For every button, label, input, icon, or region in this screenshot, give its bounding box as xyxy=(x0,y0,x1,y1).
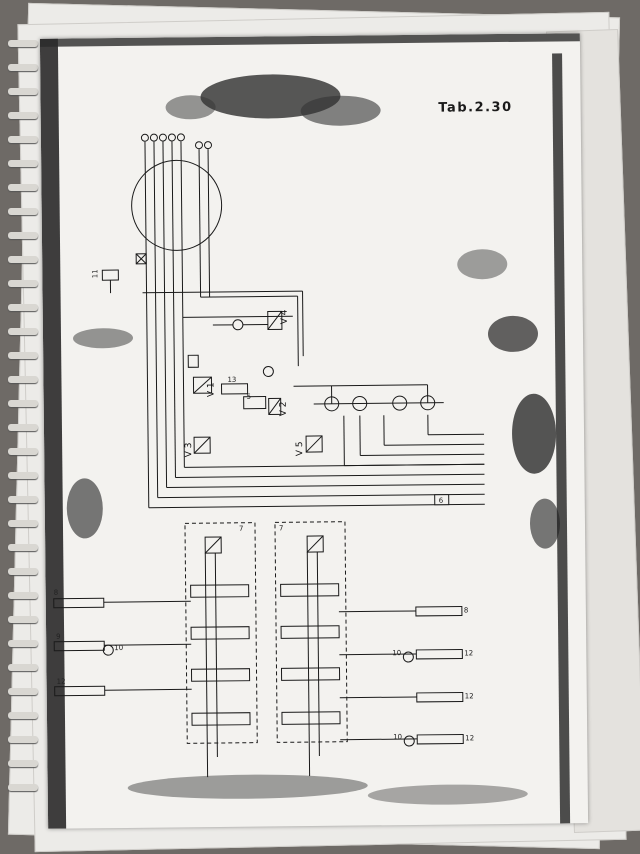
part-number: 12 xyxy=(57,678,66,686)
top-ports xyxy=(140,133,213,150)
part-number: 12 xyxy=(465,692,474,700)
part-number: 10 xyxy=(114,644,123,652)
part-number: 8 xyxy=(464,606,469,614)
part-number: 11 xyxy=(91,269,99,278)
valve-label-v3: V 3 xyxy=(184,443,194,458)
part-number: 10 xyxy=(392,649,401,657)
spiral-binding xyxy=(8,40,38,820)
valve-label-group: V 4 V 2 V 1 V 3 V 5 xyxy=(184,309,305,458)
part-number: 12 xyxy=(464,649,473,657)
schematic-sheet: V 4 V 2 V 1 V 3 V 5 11 13 5 7 7 6 8 8 9 … xyxy=(39,33,589,829)
part-number: 12 xyxy=(465,734,474,742)
valve-label-v2: V 2 xyxy=(279,402,289,417)
part-number: 13 xyxy=(227,376,236,384)
part-number-group: 11 13 5 7 7 6 8 8 9 10 10 10 12 12 12 12 xyxy=(54,269,475,742)
part-number: 9 xyxy=(56,633,61,641)
part-number: 5 xyxy=(247,393,252,401)
sheet-title: Tab.2.30 xyxy=(438,99,513,116)
hydraulic-schematic: V 4 V 2 V 1 V 3 V 5 11 13 5 7 7 6 8 8 9 … xyxy=(39,33,580,829)
photocopy-noise xyxy=(39,33,580,829)
valve-label-v5: V 5 xyxy=(295,441,305,456)
left-valve-block xyxy=(184,522,258,744)
part-number: 7 xyxy=(279,524,284,532)
valve-label-v4: V 4 xyxy=(280,309,290,324)
part-number: 8 xyxy=(54,589,59,597)
right-valve-block xyxy=(274,521,348,743)
pump-group xyxy=(293,384,444,466)
rotary-unit-circle xyxy=(131,159,223,251)
valve-label-v1: V 1 xyxy=(206,382,216,397)
part-number: 7 xyxy=(239,525,244,533)
circuit-lines xyxy=(53,133,485,778)
part-number: 6 xyxy=(439,497,444,505)
part-number: 10 xyxy=(393,733,402,741)
